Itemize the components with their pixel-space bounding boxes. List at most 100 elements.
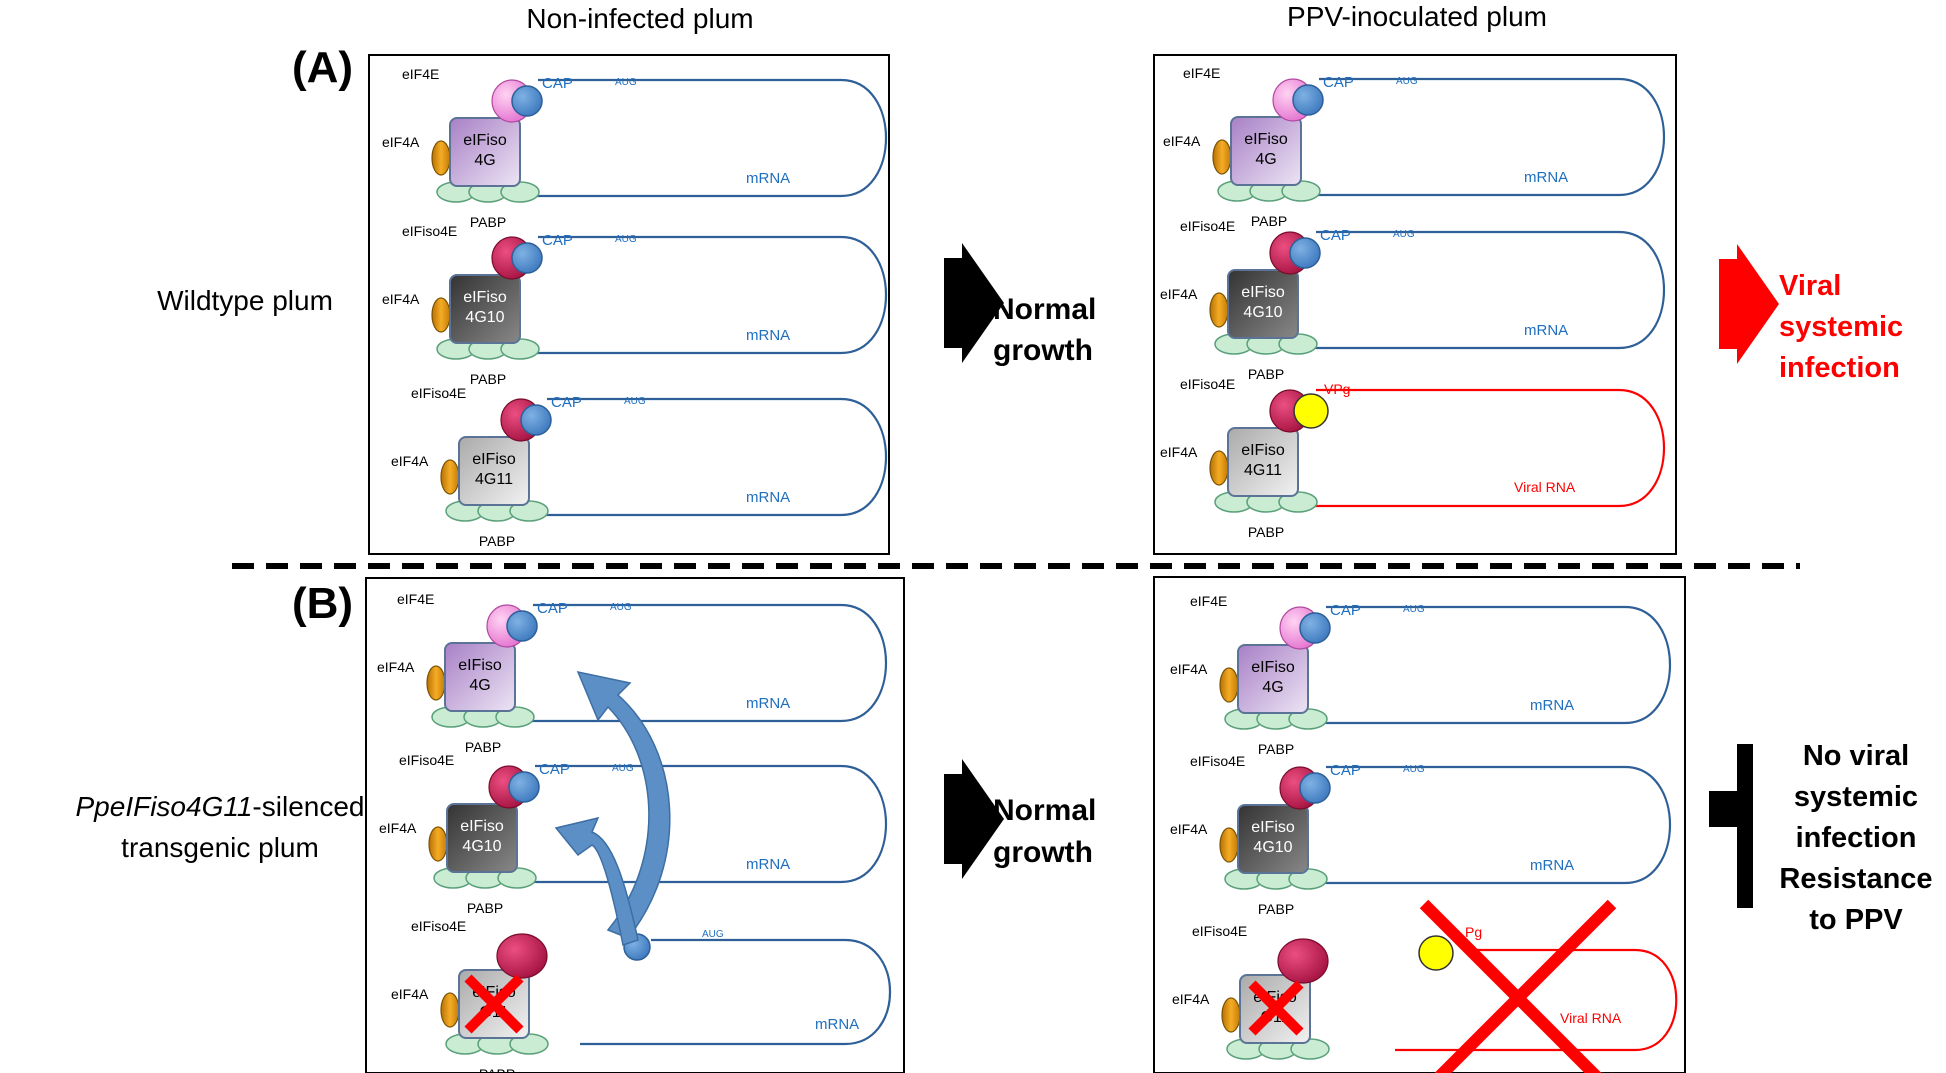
cap-structure bbox=[506, 610, 538, 642]
scaffold-label: 4G10 bbox=[1243, 304, 1282, 321]
scaffold-label: eIFiso bbox=[458, 657, 502, 674]
aug-label: AUG bbox=[610, 602, 632, 613]
mrna-label: mRNA bbox=[1530, 697, 1574, 714]
mrna-strand bbox=[520, 235, 888, 355]
eif4a-protein bbox=[440, 459, 460, 495]
eif4a-label: eIF4A bbox=[391, 453, 429, 469]
scaffold-label: 4G bbox=[469, 677, 490, 694]
eif4a-protein bbox=[1212, 139, 1232, 175]
eif4a-label: eIF4A bbox=[1160, 444, 1198, 460]
cap-label: CAP bbox=[1330, 602, 1361, 619]
scaffold-label: eIFiso bbox=[460, 818, 504, 835]
eif4a-label: eIF4A bbox=[1160, 286, 1198, 302]
red-x-stroke bbox=[1434, 899, 1617, 1073]
eif4a-protein bbox=[1209, 292, 1229, 328]
aug-label: AUG bbox=[615, 234, 637, 245]
inhibition-bar-stem bbox=[1709, 791, 1737, 827]
scaffold-label: eIFiso bbox=[463, 132, 507, 149]
row-label-wildtype: Wildtype plum bbox=[157, 285, 333, 316]
cap-label: CAP bbox=[542, 232, 573, 249]
vpg-protein bbox=[1418, 935, 1454, 971]
pabp-label: PABP bbox=[1260, 1071, 1296, 1073]
cap-structure bbox=[1289, 237, 1321, 269]
pabp-label: PABP bbox=[1251, 213, 1287, 229]
eif4a-protein bbox=[431, 140, 451, 176]
viral-rna-label: Viral RNA bbox=[1560, 1010, 1622, 1026]
red-x-stroke bbox=[464, 974, 524, 1034]
outcome-resistance: No viral bbox=[1803, 740, 1909, 772]
mrna-strand bbox=[1308, 605, 1672, 725]
aug-label: AUG bbox=[624, 396, 646, 407]
eif4a-label: eIF4A bbox=[1163, 133, 1201, 149]
eifiso4e-label: eIFiso4E bbox=[411, 918, 466, 934]
pabp-label: PABP bbox=[479, 1066, 515, 1073]
red-x-stroke bbox=[1248, 980, 1304, 1036]
scaffold-4g11 bbox=[1227, 427, 1299, 497]
row-label-silenced-line2: transgenic plum bbox=[121, 832, 319, 863]
cap-label: CAP bbox=[551, 394, 582, 411]
scaffold-4g10 bbox=[449, 274, 521, 344]
eif4e-label: eIF4E bbox=[397, 591, 434, 607]
outcome-viral-infection: Viral bbox=[1779, 270, 1841, 302]
mrna-label: mRNA bbox=[1524, 322, 1568, 339]
outcome-normal-growth-a: growth bbox=[993, 334, 1093, 367]
viral-rna-strand bbox=[1298, 388, 1666, 508]
scaffold-label: eIFiso bbox=[1244, 131, 1288, 148]
eif4a-label: eIF4A bbox=[382, 291, 420, 307]
mrna-strand bbox=[515, 603, 888, 723]
mrna-label: mRNA bbox=[746, 489, 790, 506]
aug-label: AUG bbox=[612, 763, 634, 774]
panel-b-left-box bbox=[365, 577, 905, 1073]
mrna-label: mRNA bbox=[1530, 857, 1574, 874]
scaffold-label: 4G bbox=[474, 152, 495, 169]
arrow-normal-growth-b bbox=[944, 759, 1004, 879]
mrna-label: mRNA bbox=[1524, 169, 1568, 186]
eif4a-protein bbox=[1221, 997, 1241, 1033]
pabp-label: PABP bbox=[1258, 741, 1294, 757]
scaffold-4g10 bbox=[446, 803, 518, 873]
cap-structure bbox=[520, 404, 552, 436]
panel-a-right-box bbox=[1153, 54, 1677, 555]
vpg-label: VPg bbox=[1324, 381, 1350, 397]
aug-label: AUG bbox=[1403, 604, 1425, 615]
scaffold-4g bbox=[1230, 116, 1302, 186]
viral-rna-strand bbox=[1395, 948, 1678, 1052]
scaffold-label: eIFiso bbox=[1241, 442, 1285, 459]
eifiso4e-label: eIFiso4E bbox=[411, 385, 466, 401]
scaffold-4g bbox=[1237, 644, 1309, 714]
scaffold-4g bbox=[444, 642, 516, 712]
eifiso4e-label: eIFiso4E bbox=[1192, 923, 1247, 939]
panel-b-right-box bbox=[1153, 576, 1686, 1073]
eif4e-label: eIF4E bbox=[1190, 593, 1227, 609]
outcome-resistance: to PPV bbox=[1809, 904, 1903, 936]
scaffold-4g11 bbox=[458, 436, 530, 506]
eif4e-label: eIF4E bbox=[402, 66, 439, 82]
scaffold-label: 4G11 bbox=[1244, 462, 1282, 479]
row-label-gene-name: PpeIFiso4G11 bbox=[76, 791, 253, 822]
aug-label: AUG bbox=[615, 77, 637, 88]
cap-label: CAP bbox=[1330, 762, 1361, 779]
cap-structure bbox=[1299, 772, 1331, 804]
mrna-strand bbox=[517, 764, 888, 884]
mrna-strand bbox=[520, 78, 888, 198]
vpg-protein bbox=[1293, 393, 1329, 429]
scaffold-label: eIFiso bbox=[1241, 284, 1285, 301]
scaffold-label: 4G10 bbox=[462, 838, 501, 855]
eifiso4e-label: eIFiso4E bbox=[1180, 218, 1235, 234]
cap-label: CAP bbox=[537, 600, 568, 617]
panel-label-a: (A) bbox=[292, 43, 353, 92]
eif4a-protein bbox=[431, 297, 451, 333]
scaffold-label: eIFiso bbox=[1251, 659, 1295, 676]
eifiso4e-protein bbox=[1277, 938, 1329, 984]
aug-label: AUG bbox=[1403, 764, 1425, 775]
outcome-viral-infection: infection bbox=[1779, 352, 1900, 384]
eif4a-label: eIF4A bbox=[1170, 661, 1208, 677]
eif4a-label: eIF4A bbox=[1172, 991, 1210, 1007]
scaffold-label: 4G11 bbox=[475, 471, 513, 488]
eif4a-label: eIF4A bbox=[1170, 821, 1208, 837]
eif4a-protein bbox=[440, 992, 460, 1028]
